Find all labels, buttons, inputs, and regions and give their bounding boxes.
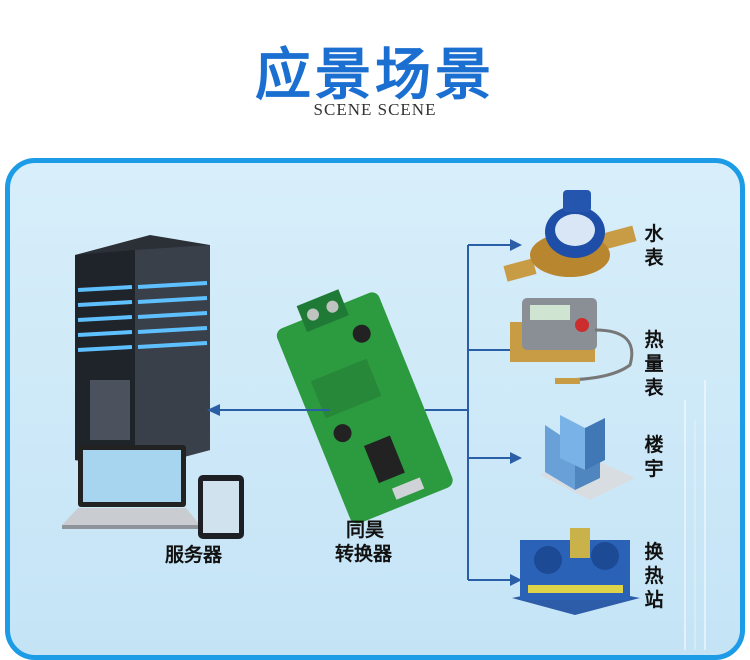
tablet-icon	[198, 475, 244, 539]
connector-lines	[207, 239, 522, 586]
water-meter-icon	[503, 190, 637, 282]
page-title: 应景场景	[255, 43, 495, 108]
device-label-building: 楼宇	[644, 434, 664, 480]
decor-lines	[684, 380, 706, 650]
laptop-icon	[62, 445, 200, 529]
device-label-heat-station: 换热站	[644, 541, 664, 611]
converter-label-line1: 同昊	[346, 519, 385, 541]
heat-station-icon	[512, 528, 640, 615]
device-label-heat-meter: 热量表	[644, 329, 664, 399]
server-label: 服务器	[165, 544, 223, 566]
building-icon	[540, 415, 635, 500]
page-subtitle: SCENE SCENE	[313, 100, 437, 119]
converter-label-line2: 转换器	[335, 543, 393, 565]
heat-meter-icon	[510, 298, 634, 384]
converter-board-icon	[276, 289, 453, 524]
device-label-water-meter: 水表	[644, 223, 664, 269]
server-tower-icon	[75, 235, 210, 470]
